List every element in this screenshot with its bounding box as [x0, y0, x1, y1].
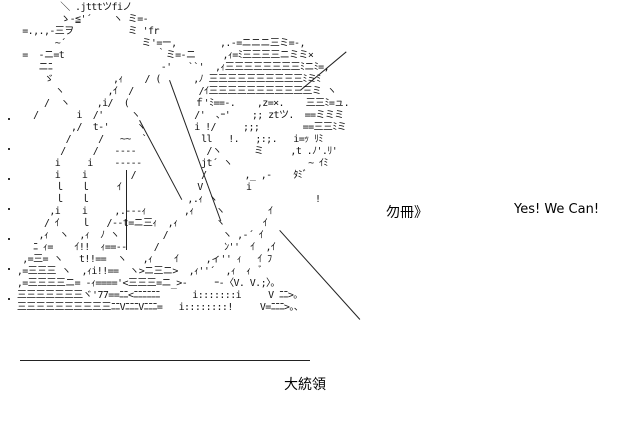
ascii-art-line: ニﾆ -' ``' ,ｨ三三三三三三三三ﾐニﾐ=, [6, 62, 330, 73]
ascii-art-line: / ヽ ,i/ ( ｆ'ﾐ==-. ,z=×. 三三ﾐ=ュ. [6, 98, 350, 109]
ascii-art-line: ,/ t-' ヽ i !/ ;;; ==三三ﾐミ [6, 122, 347, 133]
ascii-art-line: ＼ .jtttツfiノ [6, 2, 132, 13]
ascii-art-line: ,i i ,.---ｨ ,ｨ ヽ ｲ [6, 206, 273, 217]
ascii-art-line: ,=三三三 ヽ ,ｨi!!== ヽ>ニ三ニ> ,ｨ''´ ,ｨ ｨ ﾞ [6, 266, 263, 277]
margin-dot [8, 298, 10, 300]
tagline-text: Yes! We Can! [514, 202, 600, 217]
ascii-art-line: ,ｨ ヽ ,ｨ ﾉ ヽ / ヽ ,-´ ｲ [6, 230, 264, 241]
margin-dot [8, 208, 10, 210]
ascii-art-line: ﾆ ｨ= ｲ!! ｨ==-- / ﾝ'' ｲ ,ｲ [6, 242, 276, 253]
ascii-art-line: 三三三三三三三三三三ﾆﾆVﾆﾆﾆVﾆﾆﾆ= i::::::::! V=ﾆﾆﾆ>。… [6, 302, 304, 313]
margin-dot [8, 268, 10, 270]
margin-dot [8, 238, 10, 240]
mouth-text: 勿冊》 [386, 205, 428, 221]
ascii-art-figure: ＼ .jtttツfiノ ゝ-≦'´ ヽ ミ=- =.,.,-三ヲ ミ 'fr ~… [6, 2, 350, 314]
ground-stroke [20, 360, 310, 361]
ascii-art-line: / i /' ヽ /' ､ｰ' ;; ztツ. ==ミミミ [6, 110, 344, 121]
ascii-art-line: ゞ ,ｨ / ( ,ﾉ 三三三三三三三三三三ﾐミﾐ [6, 74, 321, 85]
ascii-art-line: ~´ ミ'=ー, ,.-=ニニニ三ミ=-, [6, 38, 306, 49]
torso-left-stroke [126, 170, 127, 250]
ascii-art-line: i i ----- jt´ ヽ ~ ｲﾐ [6, 158, 329, 169]
ascii-art-line: ｌ ｌ ,.ｨ ヽ ! [6, 194, 321, 205]
ascii-art-line: 三三三三三三三ヾ'77==ﾆﾆ<ﾆﾆﾆﾆﾆﾆ i:::::::i V ﾆﾆ>。 [6, 290, 303, 301]
ascii-art-line: = -ニ=t ｀ミ=-ニ ,ｨ=ﾐ三三三三ニミミ× [6, 50, 314, 61]
ascii-art-line: ゝ-≦'´ ヽ ミ=- [6, 14, 149, 25]
ascii-art-line: i i / / ,_ ,- ﾀﾐﾞ [6, 170, 308, 181]
margin-dot [8, 178, 10, 180]
ascii-art-line: ヽ ,ｲ / /ｲ三三三三三三三三三三三ミ ヽ [6, 86, 337, 97]
ascii-art-line: ｌ ｌ ｲ V i [6, 182, 252, 193]
ascii-art-line: =.,.,-三ヲ ミ 'fr [6, 26, 159, 37]
ascii-art-line: / / ~~ ` ll !. ;:;. i=ｯ ﾘﾐ [6, 134, 324, 145]
ascii-art-line: / ｲ ｌ /--t=ニ三ｨ ,ｨ ヽ ｲ [6, 218, 268, 229]
margin-dot [8, 148, 10, 150]
margin-dot [8, 118, 10, 120]
ascii-art-line: ,=三= ヽ t!!== ヽ ,ｨ ｲ ,ィ'' ｨ ｲ ﾌ [6, 254, 272, 265]
caption-text: 大統領 [284, 377, 326, 393]
ascii-art-line: ,=三三三三ニ= -ｨ===='<三三三=ニ_>- ｰ-〈V. V.;〉。 [6, 278, 281, 289]
ascii-art-line: / / ---- /ヽ ミ ,t .ﾉ'.ﾘ' [6, 146, 338, 157]
